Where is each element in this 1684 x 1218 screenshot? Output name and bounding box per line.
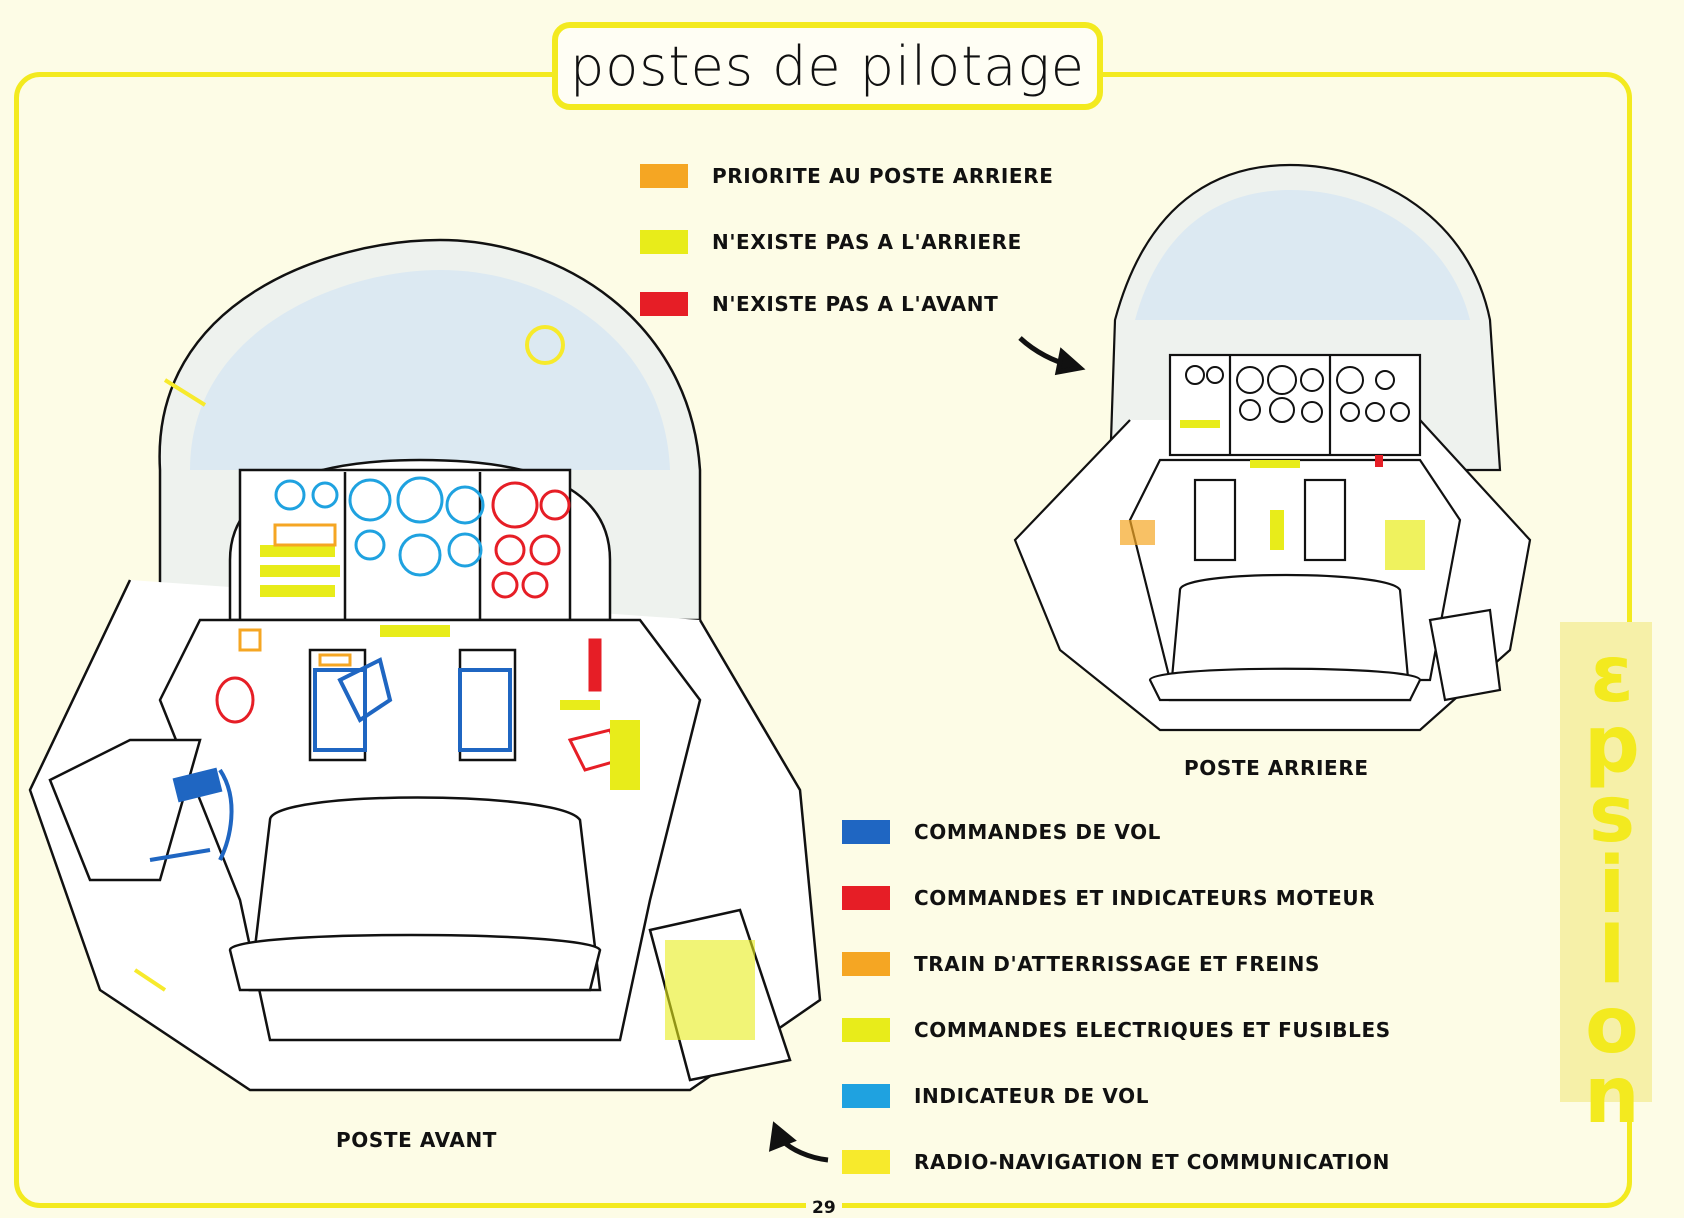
legend-swatch [640, 292, 688, 316]
legend-label: RADIO-NAVIGATION ET COMMUNICATION [914, 1150, 1390, 1174]
title-box: postes de pilotage [552, 22, 1103, 110]
legend-swatch [842, 820, 890, 844]
legend-swatch [842, 1084, 890, 1108]
legend-label: COMMANDES DE VOL [914, 820, 1162, 844]
legend-label: COMMANDES ELECTRIQUES ET FUSIBLES [914, 1018, 1391, 1042]
arrow-to-rear [1018, 336, 1086, 376]
section-letter: n [1584, 1051, 1640, 1142]
legend-item-not-front: N'EXISTE PAS A L'AVANT [640, 292, 998, 316]
page-title: postes de pilotage [569, 34, 1086, 98]
legend-label: PRIORITE AU POSTE ARRIERE [712, 164, 1054, 188]
section-letter: ε [1590, 630, 1634, 720]
caption-rear-cockpit: POSTE ARRIERE [1184, 756, 1369, 780]
front-flight-controls [149, 657, 512, 862]
legend-swatch [842, 952, 890, 976]
legend-swatch [842, 1150, 890, 1174]
section-letter: l [1598, 910, 1626, 1001]
legend-label: N'EXISTE PAS A L'AVANT [712, 292, 999, 316]
page-number: 29 [806, 1198, 842, 1218]
legend-swatch [842, 1018, 890, 1042]
legend-label: COMMANDES ET INDICATEURS MOTEUR [914, 886, 1376, 910]
rear-colored-elements [1120, 420, 1425, 570]
front-cockpit-drawing [28, 238, 822, 1092]
section-letter: s [1588, 770, 1636, 861]
section-tab-letters: ε p s i l o n [1584, 630, 1640, 1142]
legend-item-electrical: COMMANDES ELECTRIQUES ET FUSIBLES [842, 1018, 1391, 1042]
rear-cockpit-drawing [1013, 163, 1532, 732]
legend-item-engine: COMMANDES ET INDICATEURS MOTEUR [842, 886, 1375, 910]
legend-item-landing-gear: TRAIN D'ATTERRISSAGE ET FREINS [842, 952, 1320, 976]
legend-item-priority-rear: PRIORITE AU POSTE ARRIERE [640, 164, 1053, 188]
section-letter: p [1584, 700, 1640, 791]
legend-item-not-rear: N'EXISTE PAS A L'ARRIERE [640, 230, 1022, 254]
legend-item-radio: RADIO-NAVIGATION ET COMMUNICATION [842, 1150, 1390, 1174]
legend-item-flight-controls: COMMANDES DE VOL [842, 820, 1161, 844]
front-electrical [260, 545, 755, 1040]
legend-swatch [640, 230, 688, 254]
front-flight-indicators [274, 476, 485, 577]
section-tab [1560, 622, 1652, 1102]
legend-label: N'EXISTE PAS A L'ARRIERE [712, 230, 1022, 254]
legend-swatch [842, 886, 890, 910]
front-landing-gear [238, 523, 352, 667]
legend-label: INDICATEUR DE VOL [914, 1084, 1150, 1108]
rear-instruments [1185, 365, 1410, 423]
caption-front-cockpit: POSTE AVANT [336, 1128, 498, 1152]
front-radio [133, 325, 565, 992]
legend-label: TRAIN D'ATTERRISSAGE ET FREINS [914, 952, 1320, 976]
legend-swatch [640, 164, 688, 188]
section-letter: o [1585, 980, 1639, 1071]
section-letter: i [1598, 840, 1626, 931]
legend-item-flight-indicator: INDICATEUR DE VOL [842, 1084, 1149, 1108]
arrow-to-front [768, 1121, 829, 1163]
front-engine-indicators [215, 481, 622, 772]
